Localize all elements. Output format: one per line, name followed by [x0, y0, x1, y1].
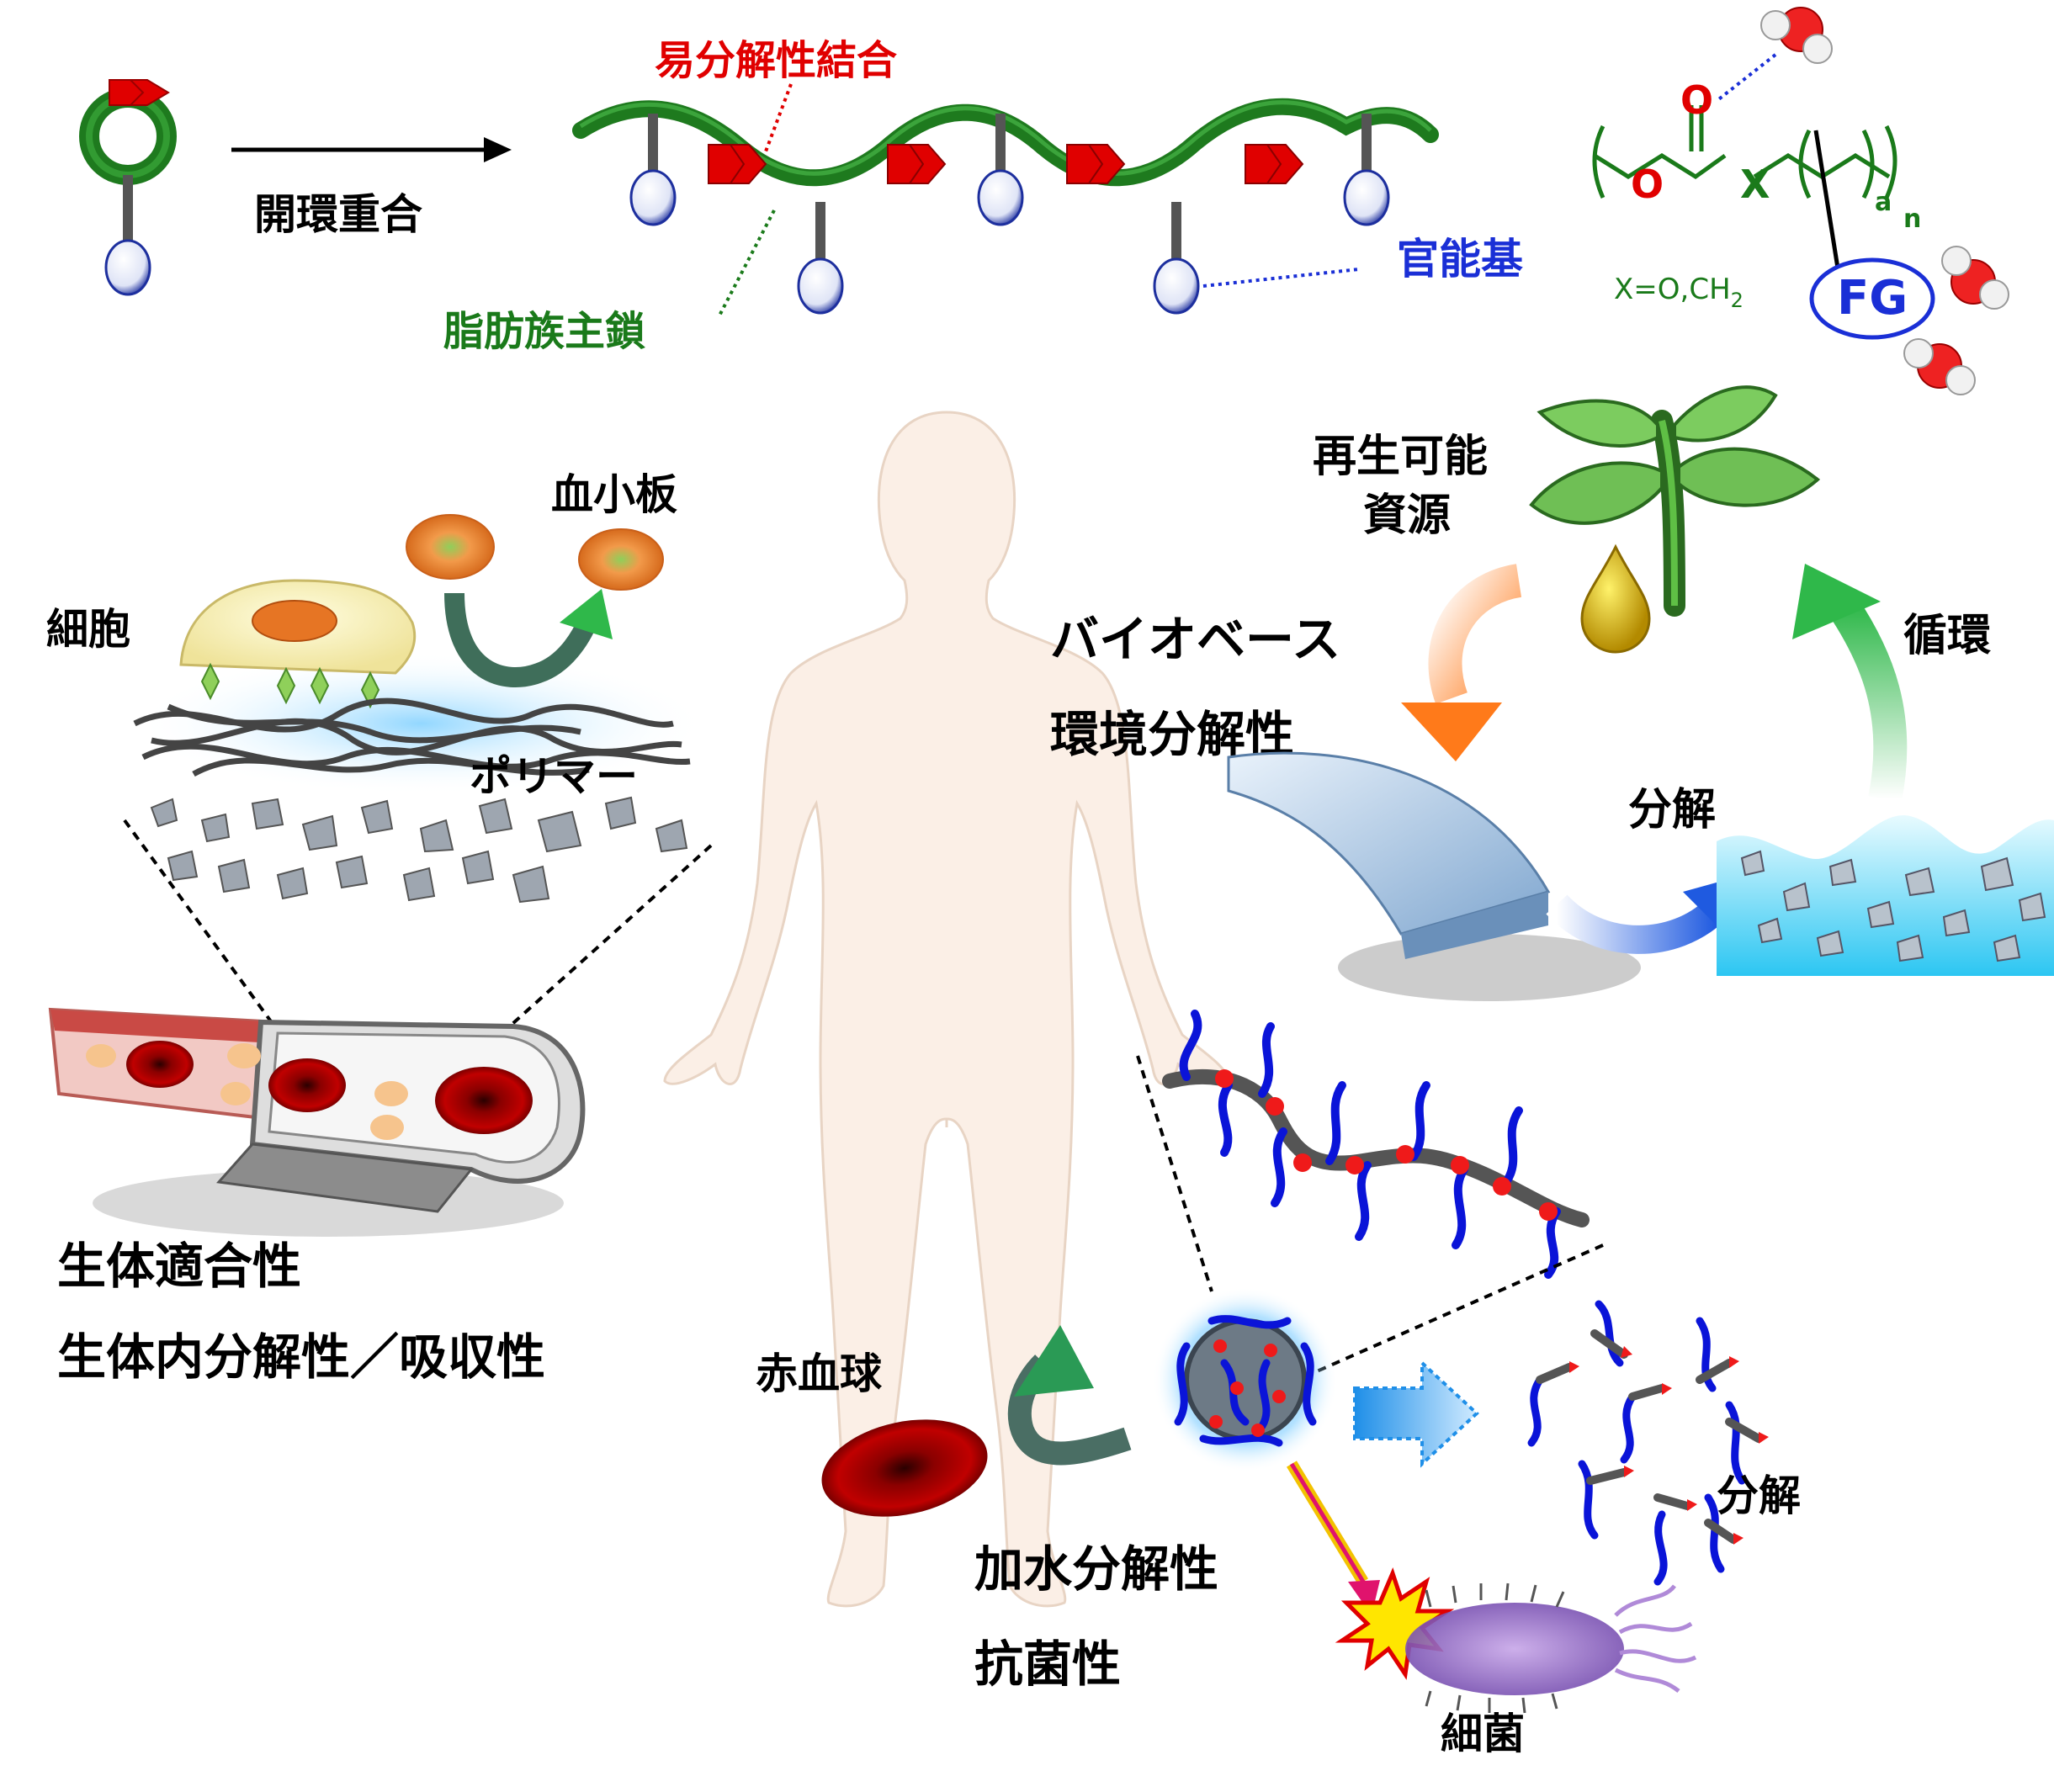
- plant-icon: [1529, 385, 1821, 654]
- biocompatibility-label: 生体適合性: [57, 1238, 301, 1295]
- cycle-label: 循環: [1903, 611, 1991, 661]
- labile-bond-icon: [1066, 144, 1126, 184]
- human-body-silhouette: [663, 411, 1230, 1608]
- water-molecule-icon: [1760, 7, 1833, 64]
- zoom-line-np-right: [1316, 1243, 1604, 1373]
- renewable-resource-label-line1: 再生可能: [1313, 432, 1488, 482]
- blood-vessel-illustration: [48, 1007, 586, 1237]
- labile-bond-label: 易分解性結合: [655, 37, 897, 84]
- platelet-label: 血小板: [551, 470, 677, 519]
- nanoparticle-icon: [1153, 1287, 1338, 1472]
- polymer-chain-closeup: [1162, 1010, 1590, 1279]
- water-molecule-icon: [1903, 338, 1976, 395]
- zoom-line-right: [503, 844, 713, 1032]
- hydrolysis-label: 加水分解性: [974, 1540, 1218, 1598]
- bacteria-icon: [1405, 1583, 1697, 1714]
- polymerization-arrow: [231, 137, 512, 162]
- structure-x-definition: X=O,CH2: [1614, 273, 1744, 312]
- functional-group-pendant: [977, 114, 1024, 226]
- structure-fg: FG: [1837, 271, 1908, 326]
- plastic-sheet-illustration: [1227, 751, 1641, 1001]
- bioresorbability-label: 生体内分解性／吸収性: [57, 1328, 545, 1386]
- platelet-icon: [578, 528, 664, 591]
- attack-arrow: [1287, 1461, 1380, 1615]
- labile-bond-icon: [887, 144, 947, 184]
- zoom-line-left: [123, 819, 284, 1038]
- polymer-chain: [572, 98, 1439, 315]
- functional-group-pendant: [1343, 114, 1390, 226]
- functional-group-pendant: [629, 114, 677, 226]
- eco-degradation-label: 分解: [1628, 785, 1716, 835]
- renewable-resource-label-line2: 資源: [1363, 490, 1451, 541]
- monomer-ring: [79, 79, 177, 296]
- fragment-degradation-label: 分解: [1717, 1471, 1801, 1520]
- degraded-fragments-illustration: [1527, 1300, 1769, 1586]
- structure-subscript-n: n: [1903, 204, 1921, 234]
- structure-atom-o1: O: [1680, 77, 1713, 123]
- aliphatic-backbone-label: 脂肪族主鎖: [443, 308, 645, 355]
- structure-atom-o2: O: [1631, 162, 1664, 207]
- platelet-repel-arrow: [444, 589, 613, 687]
- cell-label: 細胞: [46, 605, 130, 654]
- antibacterial-label: 抗菌性: [974, 1636, 1121, 1693]
- labile-bond-icon: [109, 79, 170, 106]
- bacteria-label: 細菌: [1441, 1710, 1525, 1758]
- zoom-line-np-left: [1136, 1055, 1213, 1292]
- degradation-arrow: [1353, 1359, 1479, 1468]
- structure-atom-x: X: [1740, 162, 1770, 207]
- structure-subscript-a: a: [1875, 188, 1892, 217]
- orange-curved-arrow: [1401, 564, 1522, 761]
- backbone-callout: [718, 209, 776, 316]
- water-degradation-illustration: [1717, 815, 2054, 976]
- polymer-label: ポリマー: [470, 752, 638, 801]
- biobased-label: バイオベース: [1050, 611, 1340, 668]
- labile-bond-icon: [1245, 144, 1304, 184]
- green-curved-arrow: [1792, 564, 1908, 803]
- ring-opening-label: 開環重合: [254, 190, 422, 239]
- functional-group-pendant: [1153, 202, 1200, 315]
- rbc-label: 赤血球: [756, 1349, 883, 1398]
- functional-group-pendant: [797, 202, 844, 315]
- water-molecule-icon: [1941, 246, 2009, 310]
- functional-group-callout: [1202, 268, 1360, 288]
- labile-bond-callout: [764, 83, 793, 152]
- red-blood-cell-icon: [821, 1419, 988, 1517]
- rbc-repel-arrow: [1007, 1325, 1132, 1466]
- labile-bond-icon: [708, 144, 767, 184]
- functional-group-label: 官能基: [1397, 235, 1523, 284]
- chemical-structure: O O X a n X=O,CH2 FG: [1592, 7, 2009, 395]
- polymer-scaffold-illustration: [133, 579, 707, 904]
- platelet-icon: [406, 514, 495, 580]
